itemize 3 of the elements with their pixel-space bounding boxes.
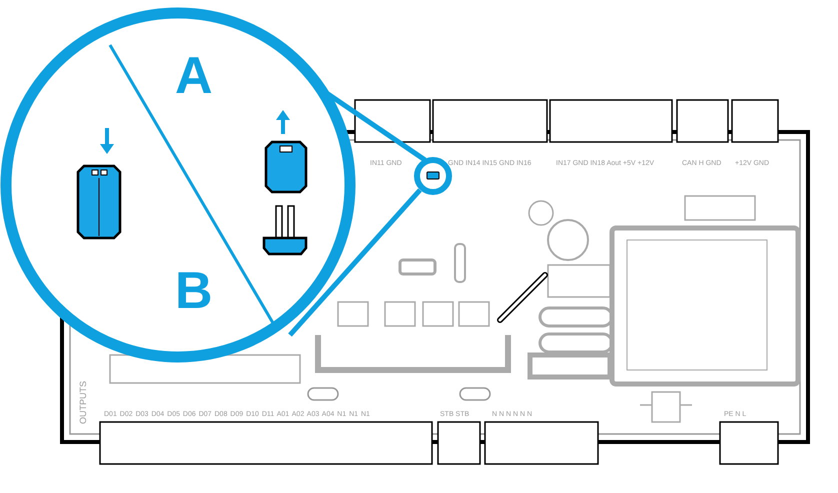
section-letter: B <box>175 265 213 317</box>
section-label: OUTPUTS <box>79 381 88 424</box>
section-letter: A <box>175 50 213 102</box>
